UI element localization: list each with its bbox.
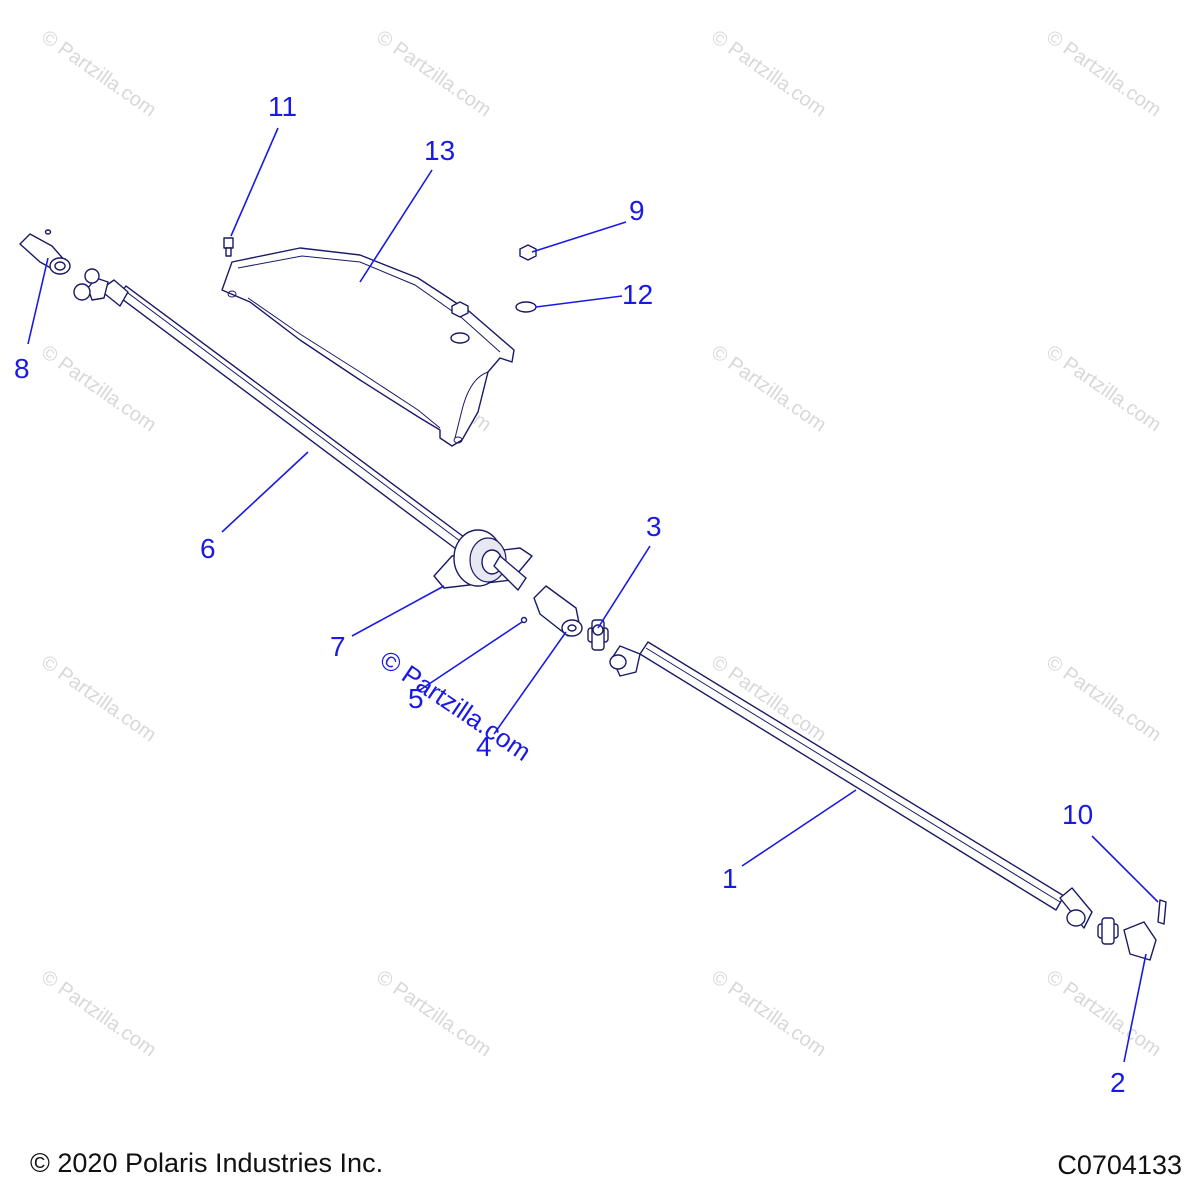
callout-5: 5 (408, 683, 424, 714)
watermark: © Partzilla.com (372, 966, 495, 1061)
drawing-number: C0704133 (1057, 1150, 1182, 1180)
callout-9: 9 (629, 195, 645, 226)
leader-10 (1091, 835, 1159, 903)
leader-8 (27, 257, 49, 345)
callout-8: 8 (14, 353, 30, 384)
leader-2 (1123, 953, 1147, 1063)
leader-11 (230, 127, 279, 237)
leader-13 (359, 169, 433, 283)
leader-4 (493, 631, 567, 735)
part-8-yoke (19, 229, 71, 275)
leader-9 (531, 221, 627, 253)
callout-1: 1 (722, 863, 738, 894)
part-12-washer (450, 301, 537, 344)
part-13-shaft-cover (221, 247, 515, 447)
watermark: © Partzilla.com (707, 26, 830, 121)
center-watermark: © Partzilla.com (375, 644, 537, 767)
watermark: © Partzilla.com (1042, 966, 1165, 1061)
part-1-prop-shaft (609, 641, 1093, 929)
part-2-yoke (1097, 917, 1157, 961)
leader-5 (419, 621, 523, 691)
part-10-pin (1157, 899, 1167, 925)
leader-7 (351, 585, 445, 637)
callout-13: 13 (424, 135, 455, 166)
watermark: © Partzilla.com (1042, 26, 1165, 121)
part-9-bolt (451, 244, 537, 318)
watermark: © Partzilla.com (707, 341, 830, 436)
part-7-carrier-bearing (433, 529, 533, 591)
callout-12: 12 (622, 279, 653, 310)
watermark: © Partzilla.com (37, 341, 160, 436)
watermark: © Partzilla.com (37, 966, 160, 1061)
callout-7: 7 (330, 631, 346, 662)
leader-12 (535, 295, 623, 308)
part-11-bolt (223, 237, 234, 257)
watermark: © Partzilla.com (707, 966, 830, 1061)
callout-11: 11 (268, 91, 297, 122)
leader-lines (27, 127, 1159, 1063)
part-3-u-joint (587, 619, 609, 651)
callout-labels: 11 13 9 12 8 6 7 5 4 3 1 10 2 (14, 91, 1126, 1098)
copyright-notice: © 2020 Polaris Industries Inc. (30, 1148, 384, 1178)
part-4-slip-yoke (533, 585, 583, 637)
watermark: © Partzilla.com (1042, 651, 1165, 746)
watermark: © Partzilla.com (1042, 341, 1165, 436)
leader-3 (597, 545, 651, 629)
part-5-grease-fitting (520, 616, 528, 624)
callout-2: 2 (1110, 1067, 1126, 1098)
callout-3: 3 (646, 511, 662, 542)
watermark: © Partzilla.com (37, 26, 160, 121)
callout-6: 6 (200, 533, 216, 564)
leader-6 (221, 451, 309, 533)
callout-10: 10 (1062, 799, 1093, 830)
watermark: © Partzilla.com (372, 26, 495, 121)
leader-1 (741, 789, 857, 867)
callout-4: 4 (476, 731, 492, 762)
watermark: © Partzilla.com (37, 651, 160, 746)
